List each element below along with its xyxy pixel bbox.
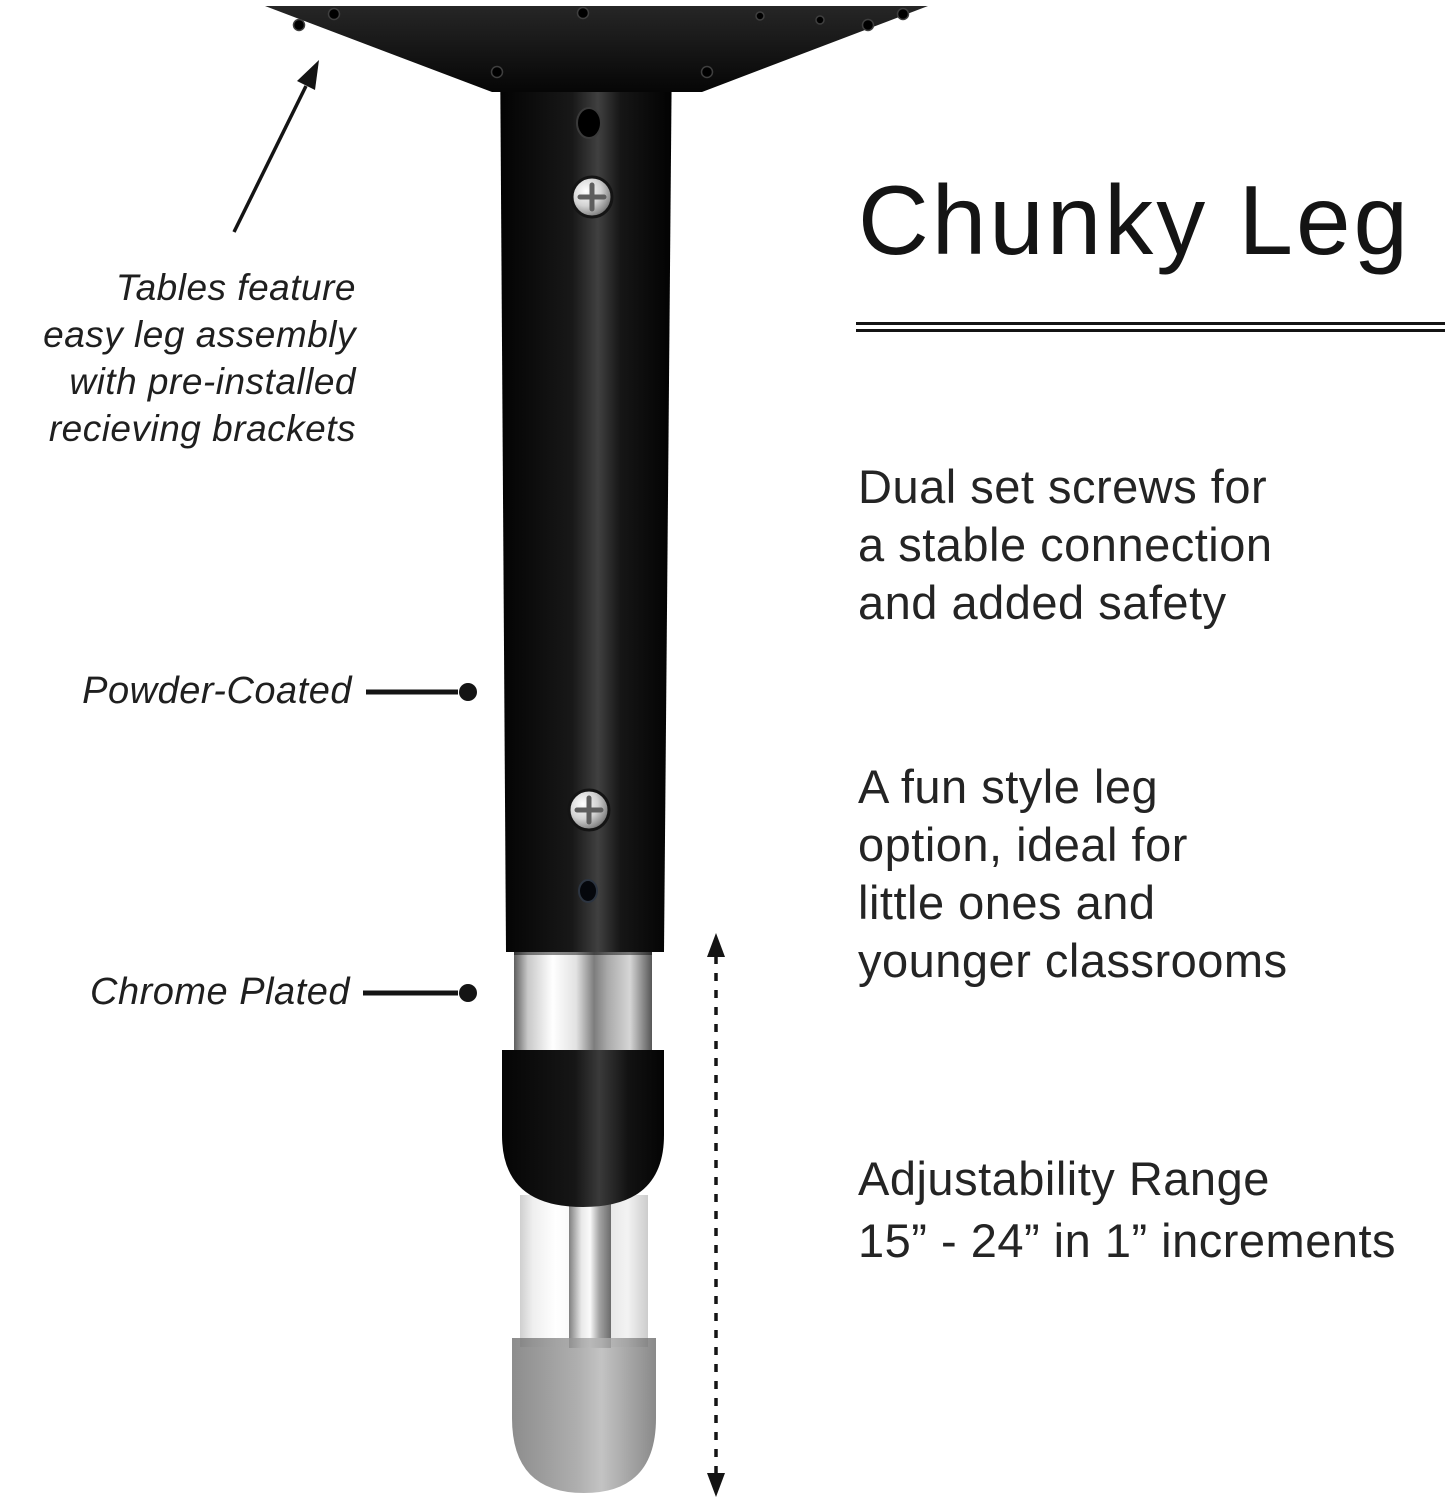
feature-line: 15” - 24” in 1” increments	[858, 1214, 1397, 1267]
chrome-plated-label: Chrome Plated	[90, 971, 350, 1013]
rubber-foot	[502, 1050, 664, 1207]
feature-fun-style: A fun style leg option, ideal for little…	[858, 758, 1288, 990]
feature-line: option, ideal for	[858, 818, 1188, 871]
set-screw-top	[570, 175, 614, 219]
mounting-plate	[265, 6, 928, 92]
powder-coated-label: Powder-Coated	[82, 670, 352, 712]
feature-line: a stable connection	[858, 518, 1273, 571]
feature-line: little ones and	[858, 876, 1156, 929]
ghost-foot	[512, 1338, 656, 1493]
assembly-note-line: easy leg assembly	[43, 314, 356, 355]
plate-screw-holes	[292, 6, 910, 79]
adjustment-hole-top	[576, 107, 602, 139]
set-screw-bottom	[567, 788, 611, 832]
chrome-plated-pointer-icon	[363, 984, 477, 1002]
assembly-arrow-icon	[232, 60, 319, 233]
assembly-note-line: with pre-installed	[69, 361, 356, 402]
ghost-chrome-extension	[520, 1195, 648, 1348]
assembly-note-line: Tables feature	[115, 267, 356, 308]
chrome-section	[514, 948, 652, 1054]
feature-adjustability: Adjustability Range 15” - 24” in 1” incr…	[858, 1148, 1396, 1272]
leg-tube	[500, 40, 672, 952]
feature-dual-set-screws: Dual set screws for a stable connection …	[858, 458, 1273, 632]
adjustment-hole-bottom	[578, 879, 598, 903]
powder-coated-pointer-icon	[366, 683, 477, 701]
feature-line: Dual set screws for	[858, 460, 1268, 513]
assembly-note-line: recieving brackets	[48, 408, 356, 449]
feature-line: A fun style leg	[858, 760, 1159, 813]
feature-line: younger classrooms	[858, 934, 1288, 987]
feature-line: and added safety	[858, 576, 1227, 629]
page-title: Chunky Leg	[858, 165, 1412, 275]
assembly-note: Tables feature easy leg assembly with pr…	[0, 264, 356, 452]
title-underline	[856, 322, 1445, 332]
feature-line: Adjustability Range	[858, 1152, 1270, 1205]
adjustability-arrow-icon	[707, 933, 725, 1497]
